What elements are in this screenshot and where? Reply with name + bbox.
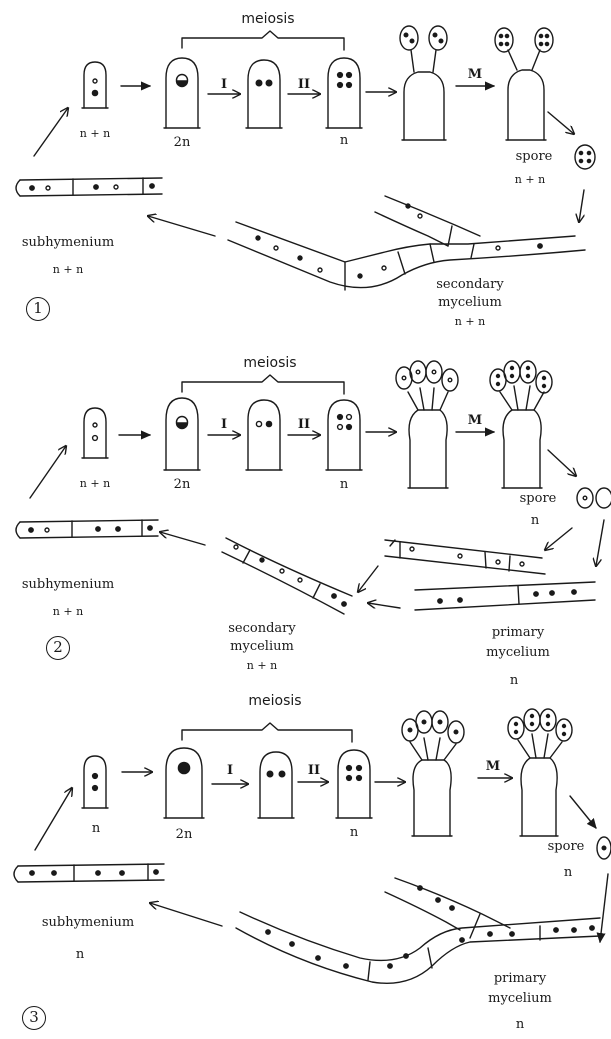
basidium-zygote — [166, 398, 198, 470]
secondary-mycelium-hypha — [222, 538, 352, 614]
basidium-meiosis-I — [248, 400, 280, 470]
ploidy-zygote-label: 2n — [174, 136, 191, 149]
basidium-with-spores — [400, 26, 447, 140]
basidium-with-spores — [402, 711, 464, 836]
step-M-label: M — [468, 414, 482, 427]
primary-mycelium-hypha — [236, 878, 600, 983]
primary-mycelium-ploidy-label: n — [516, 1018, 524, 1031]
basidium-dikaryotic — [84, 408, 106, 458]
panel-1-diagram — [16, 26, 595, 290]
basidium-mitosis — [495, 28, 553, 140]
spore-ploidy-label: n + n — [515, 174, 545, 185]
ploidy-products-label: n — [340, 478, 348, 491]
meiosis-brace — [182, 375, 344, 394]
step-I-label: I — [221, 78, 227, 91]
meiosis-brace — [182, 723, 352, 742]
step-M-label: M — [486, 760, 500, 773]
basidium-dikaryotic — [84, 62, 106, 108]
basidium-meiosis-II — [328, 400, 360, 470]
step-II-label: II — [308, 764, 320, 777]
meiosis-label: meiosis — [243, 356, 296, 370]
subhymenium-label: subhymenium — [42, 916, 134, 929]
basidium-meiosis-II — [338, 750, 370, 818]
secondary-mycelium-label-line2: mycelium — [438, 296, 502, 309]
secondary-mycelium-hypha — [228, 196, 585, 290]
ploidy-products-label: n — [350, 826, 358, 839]
basidium-mitosis — [490, 361, 552, 488]
secondary-mycelium-ploidy-label: n + n — [247, 660, 277, 671]
secondary-mycelium-label-line1: secondary — [228, 622, 295, 635]
meiosis-label: meiosis — [248, 694, 301, 708]
step-M-label: M — [468, 68, 482, 81]
basidium-zygote — [166, 748, 202, 818]
ploidy-zygote-label: 2n — [176, 828, 193, 841]
primary-mycelium-label-line2: mycelium — [486, 646, 550, 659]
basidium-haploid — [84, 756, 106, 808]
ploidy-initial-label: n + n — [80, 478, 110, 489]
subhymenium-ploidy-label: n + n — [53, 606, 83, 617]
secondary-mycelium-ploidy-label: n + n — [455, 316, 485, 327]
step-I-label: I — [227, 764, 233, 777]
subhymenium-hypha — [16, 520, 158, 538]
step-I-label: I — [221, 418, 227, 431]
basidium-meiosis-I — [248, 60, 280, 128]
primary-mycelium-ploidy-label: n — [510, 674, 518, 687]
spore-haploid — [597, 837, 611, 859]
basidium-mitosis — [508, 709, 572, 836]
primary-mycelium-label-line1: primary — [494, 972, 546, 985]
panel-3-diagram — [14, 709, 611, 983]
meiosis-label: meiosis — [241, 12, 294, 26]
primary-mycelium-label-line1: primary — [492, 626, 544, 639]
ploidy-initial-label: n — [92, 822, 100, 835]
panel-2-number: 2 — [53, 640, 63, 655]
subhymenium-hypha — [14, 864, 164, 882]
subhymenium-hypha — [16, 178, 162, 196]
step-II-label: II — [298, 418, 310, 431]
subhymenium-ploidy-label: n + n — [53, 264, 83, 275]
basidium-with-spores — [396, 361, 458, 488]
secondary-mycelium-label-line2: mycelium — [230, 640, 294, 653]
basidium-meiosis-I — [260, 752, 292, 818]
primary-mycelium-label-line2: mycelium — [488, 992, 552, 1005]
primary-mycelium-hypha-upper — [385, 540, 545, 574]
panel-1-number: 1 — [33, 301, 43, 316]
basidium-meiosis-II — [328, 58, 360, 128]
step-II-label: II — [298, 78, 310, 91]
spore-ploidy-label: n — [564, 866, 572, 879]
meiosis-brace — [182, 31, 344, 50]
spore-label: spore — [548, 840, 585, 853]
spore-ploidy-label: n — [531, 514, 539, 527]
subhymenium-label: subhymenium — [22, 236, 114, 249]
secondary-mycelium-label-line1: secondary — [436, 278, 503, 291]
spore-dikaryotic — [575, 145, 595, 169]
subhymenium-label: subhymenium — [22, 578, 114, 591]
spore-label: spore — [520, 492, 557, 505]
ploidy-products-label: n — [340, 134, 348, 147]
ploidy-zygote-label: 2n — [174, 478, 191, 491]
spore-label: spore — [516, 150, 553, 163]
subhymenium-ploidy-label: n — [76, 948, 84, 961]
panel-3-number: 3 — [29, 1010, 39, 1025]
spores-haploid — [577, 488, 611, 508]
basidium-zygote — [166, 58, 198, 128]
primary-mycelium-hypha-lower — [415, 582, 595, 610]
ploidy-initial-label: n + n — [80, 128, 110, 139]
